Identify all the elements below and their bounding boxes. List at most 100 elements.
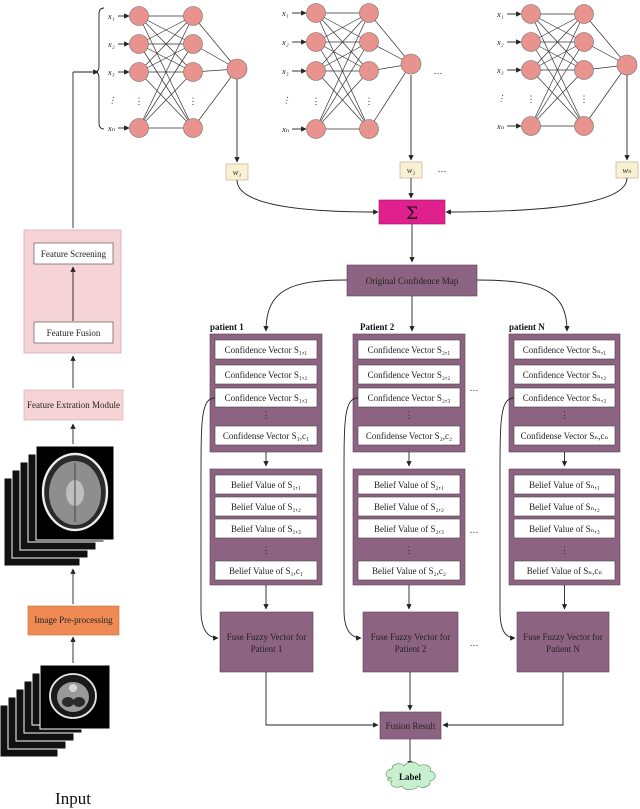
hidden-node bbox=[574, 32, 594, 52]
arrow-w1-to-sum bbox=[236, 179, 379, 215]
network-edge bbox=[530, 13, 585, 43]
network-edge bbox=[368, 63, 412, 130]
belief-value-box bbox=[214, 474, 318, 495]
feature-fusion-label: Feature Fusion bbox=[47, 328, 101, 338]
preprocessing-label: Image Pre-processing bbox=[34, 615, 113, 625]
hidden-node bbox=[183, 118, 203, 138]
confidence-vector-box bbox=[357, 339, 461, 360]
fusion-result-box bbox=[379, 711, 442, 740]
confidence-vector-box bbox=[357, 387, 461, 408]
confidence-vector-label: Confidence Vector Sₙ,₁ bbox=[523, 345, 607, 355]
belief-value-box bbox=[513, 496, 616, 517]
confidence-vector-label: Confidense Vector S₁,c₁ bbox=[223, 431, 309, 441]
network-edge bbox=[138, 15, 194, 73]
vertical-dots: ⋮ bbox=[189, 96, 198, 106]
belief-value-label: Belief Value of S₂,c₂ bbox=[372, 566, 446, 576]
network-edge bbox=[530, 69, 585, 127]
vertical-dots: ⋮ bbox=[580, 94, 589, 104]
fusion-result-label: Fusion Result bbox=[386, 721, 436, 731]
input-variable-label: ⋮ bbox=[108, 95, 117, 105]
input-brace bbox=[94, 7, 105, 130]
input-variable-label: ⋮ bbox=[497, 93, 506, 103]
network-edge bbox=[530, 41, 585, 127]
hidden-node bbox=[129, 34, 149, 54]
belief-value-label: Belief Value of Sₙ,₂ bbox=[529, 502, 600, 512]
confidence-vector-label: Confidence Vector Sₙ,₃ bbox=[523, 393, 607, 403]
network-edge bbox=[583, 64, 628, 127]
belief-value-label: Belief Value of Sₙ,₁ bbox=[529, 480, 600, 490]
belief-value-box bbox=[357, 474, 461, 495]
vertical-dots: ⋮ bbox=[405, 545, 414, 555]
hidden-node bbox=[574, 116, 594, 136]
feature-extraction-box bbox=[23, 389, 124, 421]
network-edge bbox=[315, 12, 370, 72]
network-edge bbox=[530, 13, 585, 127]
confidence-map-box bbox=[346, 264, 478, 297]
input-variable-label: x₃ bbox=[281, 66, 289, 76]
network-edge bbox=[192, 68, 238, 129]
confidence-vector-box bbox=[513, 387, 616, 408]
hidden-node bbox=[574, 60, 594, 80]
hidden-node bbox=[129, 6, 149, 26]
network-edge bbox=[138, 71, 194, 129]
belief-value-box bbox=[513, 518, 616, 539]
fuse-fuzzy-vector-box bbox=[516, 611, 610, 673]
network-edge bbox=[368, 12, 412, 65]
belief-value-label: Belief Value of S₁,c₁ bbox=[229, 566, 303, 576]
label-cloud bbox=[385, 761, 436, 791]
fuse-fuzzy-vector-label: Patient 2 bbox=[395, 644, 427, 654]
hidden-node bbox=[306, 3, 326, 23]
confidence-vector-box bbox=[357, 425, 461, 446]
belief-value-label: Belief Value of S₂,₁ bbox=[374, 480, 444, 490]
hidden-node bbox=[521, 60, 541, 80]
belief-value-box bbox=[214, 496, 318, 517]
arrow-map-to-pn bbox=[476, 279, 570, 332]
belief-ellipsis: … bbox=[470, 525, 479, 535]
belief-value-box bbox=[214, 560, 318, 581]
input-variable-label: x₁ bbox=[281, 8, 289, 18]
network-edge bbox=[315, 12, 370, 130]
vertical-dots: ⋮ bbox=[527, 94, 536, 104]
confidence-vector-label: Confidense Vector Sₙ,cₙ bbox=[521, 431, 609, 441]
input-variable-label: x₃ bbox=[107, 67, 115, 77]
patient-title: patient N bbox=[509, 322, 545, 332]
vertical-dots: ⋮ bbox=[135, 96, 144, 106]
confidence-vector-box bbox=[513, 425, 616, 446]
confidence-vector-box bbox=[214, 364, 318, 385]
sum-box bbox=[378, 199, 446, 225]
confidence-vector-label: Confidense Vector S₂,c₂ bbox=[366, 431, 452, 441]
network-edge bbox=[530, 13, 585, 71]
input-variable-label: ⋮ bbox=[282, 95, 291, 105]
confidence-vector-label: Confidence Vector S₁,₃ bbox=[225, 393, 308, 403]
vertical-dots: ⋮ bbox=[365, 96, 374, 106]
input-variable-label: xₙ bbox=[107, 123, 116, 133]
network-edge bbox=[315, 41, 370, 72]
input-variable-label: x₂ bbox=[107, 39, 115, 49]
belief-value-box bbox=[513, 474, 616, 495]
hidden-node bbox=[306, 119, 326, 139]
hidden-node bbox=[521, 32, 541, 52]
feature-extraction-label: Feature Extration Module bbox=[27, 400, 120, 410]
input-variable-label: x₂ bbox=[281, 37, 289, 47]
sum-symbol: Σ bbox=[406, 204, 418, 224]
belief-value-box bbox=[357, 518, 461, 539]
belief-value-label: Belief Value of S₂,₃ bbox=[374, 524, 444, 534]
fuse-fuzzy-vector-label: Fuse Fuzzy Vector for bbox=[523, 632, 603, 642]
fuse-fuzzy-vector-box bbox=[362, 611, 459, 673]
feature-fusion-box bbox=[33, 321, 114, 344]
vertical-dots: ⋮ bbox=[405, 410, 414, 420]
vertical-dots: ⋮ bbox=[262, 545, 271, 555]
input-variable-label: xₙ bbox=[496, 121, 505, 131]
hidden-node bbox=[129, 118, 149, 138]
confidence-vector-box bbox=[513, 339, 616, 360]
belief-value-label: Belief Value of S₂,₂ bbox=[374, 502, 444, 512]
input-ct-stack bbox=[0, 664, 111, 758]
belief-value-label: Belief Value of S₁,₂ bbox=[231, 502, 301, 512]
patient-title: Patient 2 bbox=[360, 322, 395, 332]
confidence-vector-label: Confidence Vector S₁,₂ bbox=[225, 370, 308, 380]
vertical-dots: ⋮ bbox=[560, 410, 569, 420]
hidden-node bbox=[359, 119, 379, 139]
